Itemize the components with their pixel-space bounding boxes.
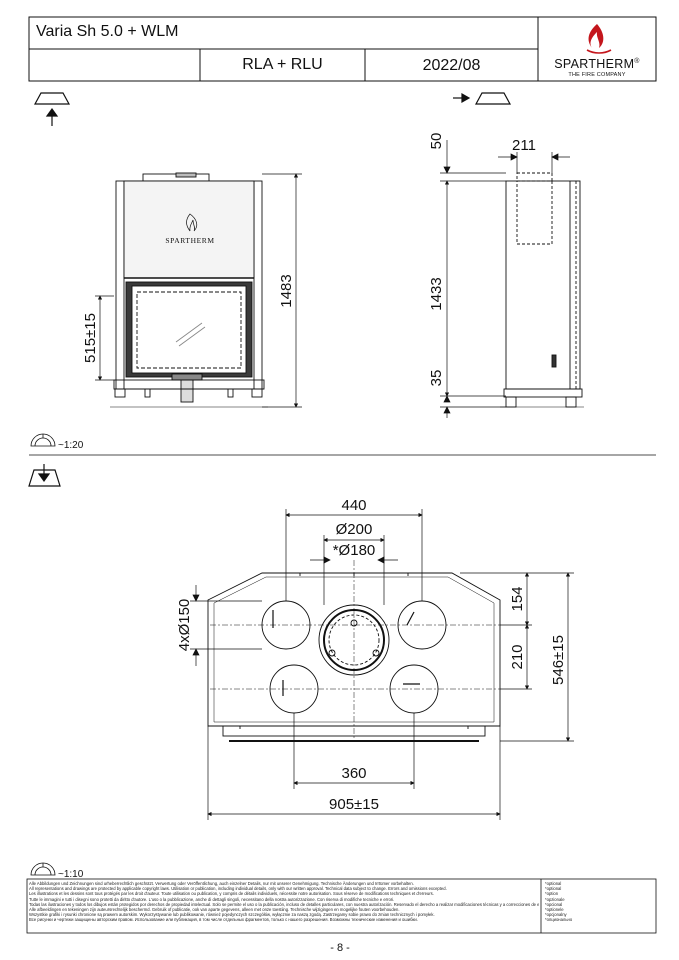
dim-plan-440: 440 <box>341 497 366 514</box>
copyright-disclaimer: Alle Abbildungen und Zeichnungen sind ur… <box>29 881 539 931</box>
dim-front-window: 515±15 <box>82 313 99 363</box>
variant-label: RLA + RLU <box>242 56 323 73</box>
scale-symbol-bottom <box>30 862 56 876</box>
side-view-drawing <box>500 172 584 408</box>
optional-label: *optional <box>545 886 562 892</box>
brand-logo-text: SPARTHERM® <box>540 57 654 71</box>
scale-label-bottom: ~1:10 <box>58 869 84 880</box>
disclaimer-line: Todas las ilustraciones y todos los dibu… <box>29 901 539 907</box>
disclaimer-line: Alle Abbildungen und Zeichnungen sind ur… <box>29 881 414 886</box>
optional-legend: *optional *optional *option *opzionale *… <box>545 881 655 931</box>
dim-plan-side-flues: 4xØ150 <box>176 599 193 652</box>
disclaimer-line: All representations and drawings are pro… <box>29 886 447 892</box>
dim-side-top: 50 <box>428 133 445 150</box>
dim-side-depth: 211 <box>512 137 536 154</box>
plan-dimensions <box>190 509 574 820</box>
disclaimer-line: Все рисунки и чертежи защищены авторским… <box>29 917 418 923</box>
disclaimer-line: Alle afbeeldingen en tekeningen zijn aut… <box>29 907 400 913</box>
footer-box <box>26 878 657 934</box>
dim-plan-alt-flue: *Ø180 <box>333 542 376 559</box>
dim-plan-210: 210 <box>509 644 526 669</box>
front-nameplate-flame-icon <box>186 213 198 232</box>
dim-plan-905: 905±15 <box>329 796 379 813</box>
front-dimensions <box>95 173 302 408</box>
optional-label: *optionele <box>545 907 564 913</box>
dim-plan-360: 360 <box>341 765 366 782</box>
dim-plan-main-flue: Ø200 <box>336 521 373 538</box>
dim-side-height: 1433 <box>428 277 445 310</box>
dim-plan-154: 154 <box>509 586 526 611</box>
title-block <box>28 16 657 82</box>
page-number: - 8 - <box>330 942 350 954</box>
disclaimer-line: Les illustrations et les dessins sont to… <box>29 891 434 897</box>
front-view-symbol <box>33 92 71 126</box>
revision-date: 2022/08 <box>422 57 481 74</box>
dim-front-height: 1483 <box>278 274 295 307</box>
side-view-symbol <box>453 92 512 105</box>
disclaimer-line: Tutte le immagini e tutti i disegni sono… <box>29 896 395 902</box>
dim-plan-546: 546±15 <box>550 635 567 685</box>
spartherm-flame-icon <box>586 24 612 54</box>
plan-view-drawing <box>207 560 501 742</box>
side-dimensions <box>440 140 570 418</box>
brand-name: SPARTHERM <box>554 57 635 71</box>
front-view-drawing <box>110 172 268 408</box>
plan-view-symbol <box>28 464 61 487</box>
brand-registered-mark: ® <box>634 57 640 65</box>
optional-label: *opcjonalny <box>545 912 567 918</box>
model-name: Varia Sh 5.0 + WLM <box>36 23 179 40</box>
optional-label: *option <box>545 891 559 897</box>
dim-side-foot: 35 <box>428 370 445 387</box>
scale-symbol-top <box>30 433 56 447</box>
front-nameplate: SPARTHERM <box>165 236 214 245</box>
brand-tagline: THE FIRE COMPANY <box>568 72 626 78</box>
optional-label: *опциональнo <box>545 917 573 923</box>
scale-label-top: ~1:20 <box>58 440 84 451</box>
disclaimer-line: Wszystkie grafiki i rysunki chronione są… <box>29 912 435 918</box>
optional-label: *opzionale <box>545 896 565 902</box>
optional-label: *opcional <box>545 901 563 907</box>
optional-label: *optional <box>545 881 562 886</box>
